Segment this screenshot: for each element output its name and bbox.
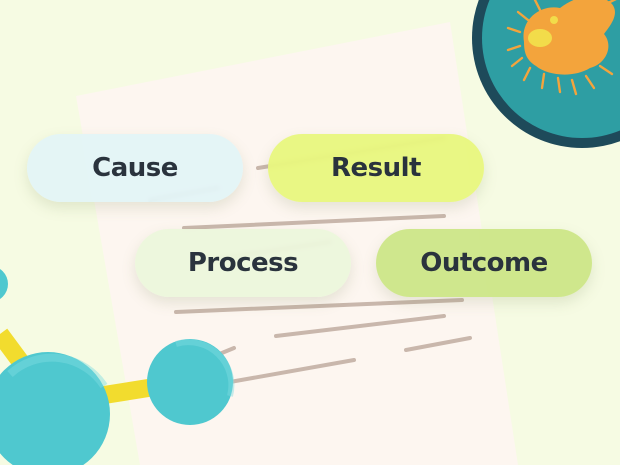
cause-label: Cause	[92, 153, 178, 183]
result-label: Result	[331, 153, 421, 183]
outcome-label: Outcome	[420, 248, 548, 278]
molecule-icon	[0, 269, 235, 465]
process-label: Process	[187, 248, 299, 278]
cause-pill: Cause	[27, 134, 243, 202]
microbe-icon	[506, 0, 620, 96]
process-pill: Process	[135, 229, 351, 297]
petri-dish-icon	[472, 0, 620, 148]
result-pill: Result	[268, 134, 484, 202]
outcome-pill: Outcome	[376, 229, 592, 297]
